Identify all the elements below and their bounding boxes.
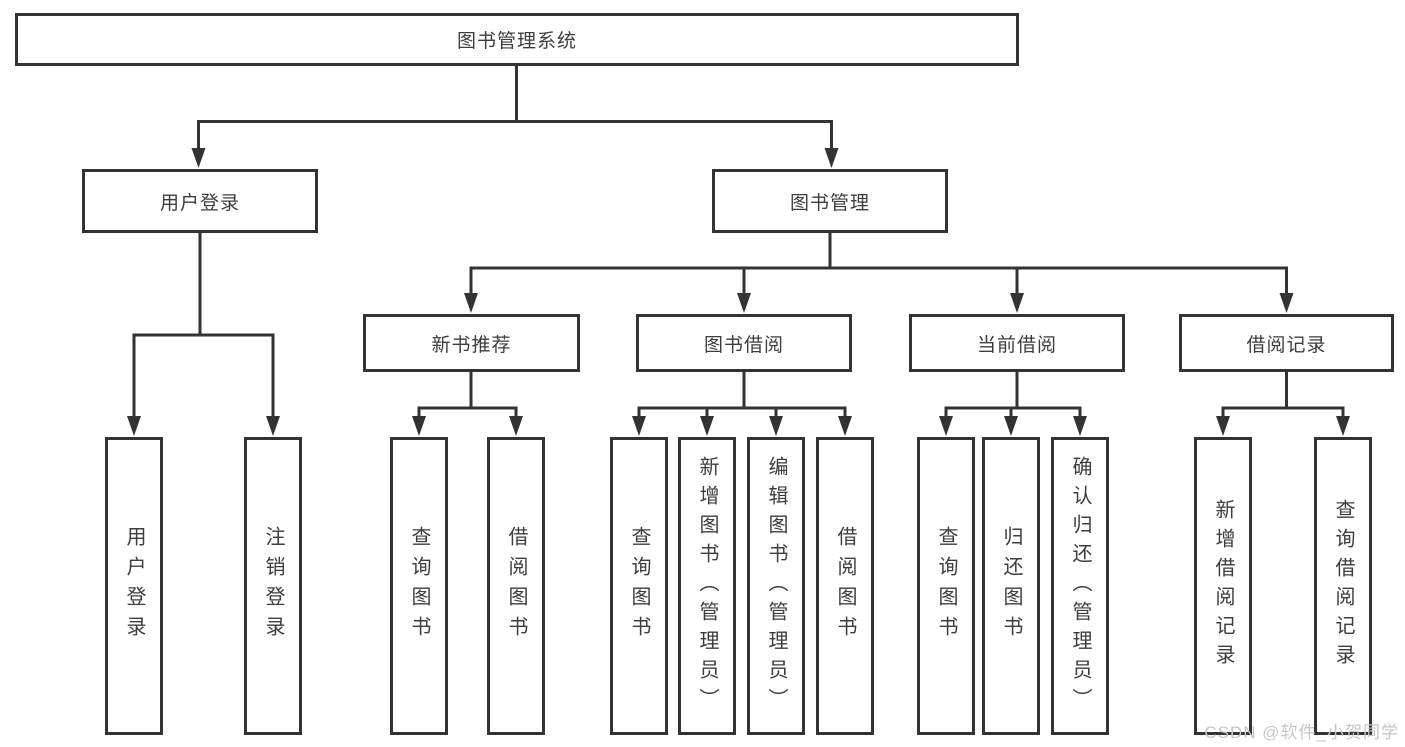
node-user-login: 用户登录	[82, 169, 318, 233]
node-label: 借阅记录	[1246, 334, 1327, 356]
node-label: 编辑图书（管理员）	[765, 455, 787, 717]
node-label: 用户登录	[159, 192, 240, 214]
node-library-system: 图书管理系统	[15, 13, 1019, 66]
node-label: 确认归还（管理员）	[1069, 455, 1091, 717]
node-label: 查询图书	[628, 526, 650, 646]
node-label: 用户登录	[123, 526, 145, 646]
node-label: 新增图书（管理员）	[696, 455, 718, 717]
node-current-borrowing: 当前借阅	[909, 314, 1125, 372]
node-label: 新书推荐	[431, 334, 512, 356]
node-label: 借阅图书	[505, 526, 527, 646]
node-label: 查询借阅记录	[1332, 499, 1354, 673]
node-borrowing-records: 借阅记录	[1179, 314, 1394, 372]
node-label: 注销登录	[262, 526, 284, 646]
leaf-add-book-admin: 新增图书（管理员）	[678, 437, 736, 735]
leaf-edit-book-admin: 编辑图书（管理员）	[747, 437, 805, 735]
leaf-borrow-books-borrowing: 借阅图书	[816, 437, 874, 735]
node-book-management: 图书管理	[712, 169, 948, 233]
arrowhead-icons	[127, 148, 1350, 436]
node-book-borrowing: 图书借阅	[636, 314, 852, 372]
node-label: 当前借阅	[976, 334, 1057, 356]
leaf-add-borrow-record: 新增借阅记录	[1194, 437, 1252, 735]
node-label: 借阅图书	[834, 526, 856, 646]
node-label: 图书借阅	[703, 334, 784, 356]
leaf-query-books-recommend: 查询图书	[390, 437, 448, 735]
node-label: 图书管理系统	[456, 31, 577, 52]
leaf-user-login: 用户登录	[105, 437, 163, 735]
leaf-query-books-current: 查询图书	[917, 437, 975, 735]
node-label: 图书管理	[789, 192, 870, 214]
leaf-return-books: 归还图书	[982, 437, 1040, 735]
node-label: 新增借阅记录	[1212, 499, 1234, 673]
leaf-borrow-books-recommend: 借阅图书	[487, 437, 545, 735]
node-label: 归还图书	[1000, 526, 1022, 646]
leaf-logout: 注销登录	[244, 437, 302, 735]
node-new-book-recommend: 新书推荐	[363, 314, 580, 372]
leaf-confirm-return-admin: 确认归还（管理员）	[1051, 437, 1109, 735]
leaf-query-books-borrowing: 查询图书	[610, 437, 668, 735]
node-label: 查询图书	[935, 526, 957, 646]
leaf-query-borrow-record: 查询借阅记录	[1314, 437, 1372, 735]
node-label: 查询图书	[408, 526, 430, 646]
